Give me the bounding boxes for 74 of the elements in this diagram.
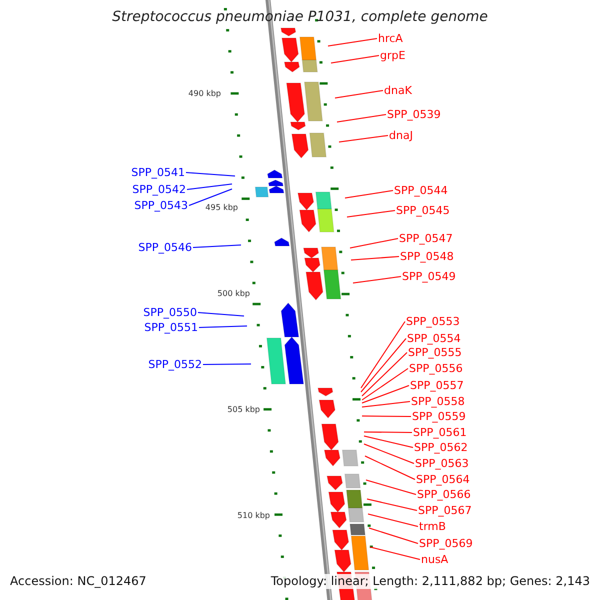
leader-line [202,364,252,365]
gene-label: SPP_0542 [132,183,186,196]
gene-label: SPP_0545 [396,204,450,217]
leader-line [350,238,398,248]
leader-line [364,436,414,448]
gene-label: SPP_0564 [416,473,470,486]
gene-label: SPP_0550 [143,306,197,319]
scale-label: 510 kbp [237,511,270,521]
gene-label: trmB [419,520,446,533]
leader-line [188,188,232,206]
gene-label: nusA [421,553,448,566]
leader-line [364,456,416,480]
gene-label: SPP_0544 [394,184,448,197]
leader-line [344,190,394,198]
scale-label: 495 kbp [205,203,238,213]
leader-line [364,444,414,464]
gene-label: SPP_0552 [148,358,202,371]
leader-line [366,480,416,495]
gene-label: grpE [380,49,406,62]
leader-line [336,114,386,122]
gene-label: SPP_0547 [399,232,453,245]
leader-line [364,432,412,433]
leader-line [360,321,406,388]
gene-label: SPP_0566 [417,488,471,501]
map-title: Streptococcus pneumoniae P1031, complete genome [111,8,489,26]
gene-label: dnaK [384,84,412,97]
leader-line [346,210,396,218]
leader-line [186,184,232,190]
leader-line [334,90,384,98]
leader-line [362,416,412,417]
gene-label: SPP_0549 [402,270,456,283]
gene-label: SPP_0548 [400,250,454,263]
gene-label: SPP_0569 [419,537,473,550]
leader-line [352,276,402,284]
leader-line [370,546,420,560]
leader-line [350,256,400,260]
gene-label: SPP_0546 [138,241,192,254]
leader-line [198,326,248,328]
gene-label: hrcA [378,32,403,45]
gene-label: SPP_0539 [387,108,441,121]
gene-label: SPP_0553 [406,315,460,328]
leader-line [198,312,244,316]
gene-label: SPP_0543 [134,199,188,212]
leader-line [366,498,418,511]
gene-label: SPP_0541 [131,166,185,179]
accession-text: Accession: NC_012467 [10,574,146,589]
leader-line [330,55,380,64]
gene-label: SPP_0559 [412,410,466,423]
gene-label: SPP_0557 [410,379,464,392]
leader-line [368,514,418,527]
leader-line [328,38,378,46]
gene-label: SPP_0562 [414,441,468,454]
scale-label: 500 kbp [217,289,250,299]
gene-label: SPP_0556 [409,362,463,375]
leader-line [338,135,388,142]
leader-line [362,385,410,404]
genome-info-text: Topology: linear; Length: 2,111,882 bp; Genes: 2,143 [270,574,590,589]
gene-label: SPP_0561 [413,426,467,439]
leader-line [192,244,242,248]
leader-line [186,172,236,176]
scale-label: 505 kbp [227,405,260,415]
leader-line [362,352,408,396]
leader-line [368,528,418,544]
scale-label: 490 kbp [188,89,221,99]
gene-label: SPP_0555 [408,346,462,359]
gene-label: SPP_0558 [411,395,465,408]
leader-line [362,368,408,400]
gene-label: SPP_0554 [407,332,461,345]
gene-label: dnaJ [389,129,413,142]
leader-line [360,338,406,392]
leader-line [362,401,410,408]
gene-label: SPP_0567 [418,504,472,517]
gene-label: SPP_0563 [415,457,469,470]
gene-label: SPP_0551 [144,321,198,334]
